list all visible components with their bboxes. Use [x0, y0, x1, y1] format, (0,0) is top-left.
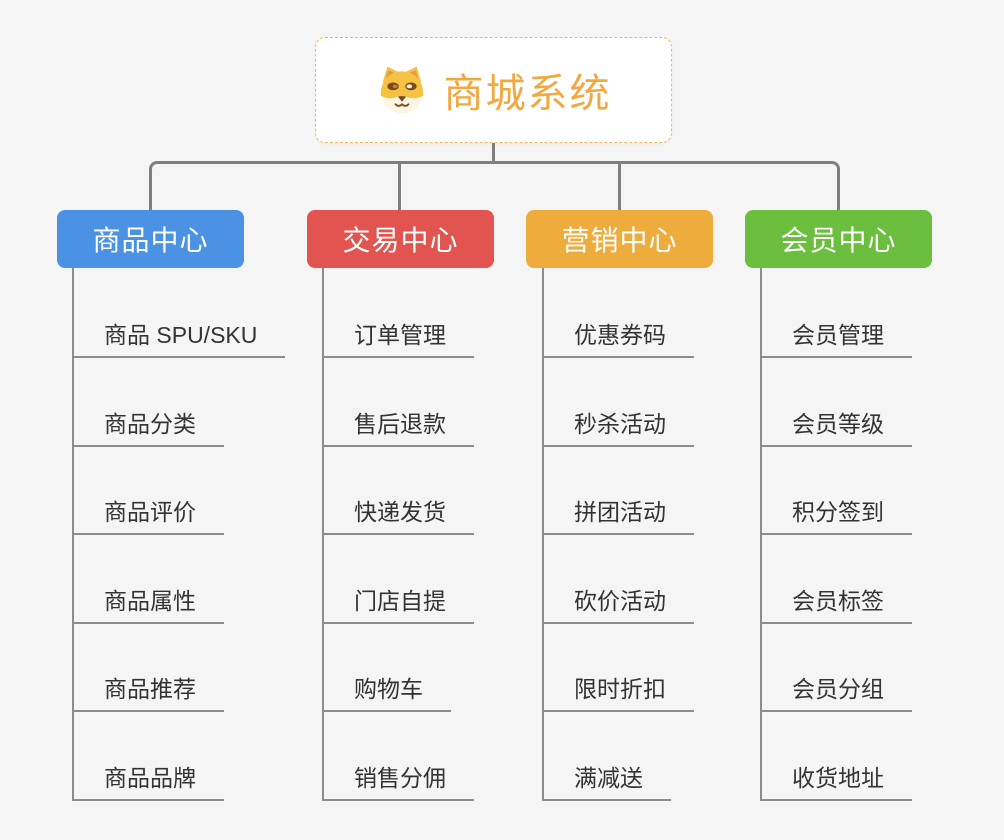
root-stem-connector: [492, 141, 495, 164]
child-node[interactable]: 会员标签: [760, 578, 912, 624]
branch-node-trade-center[interactable]: 交易中心: [307, 210, 494, 268]
branch-drop-connector: [398, 161, 401, 210]
child-node[interactable]: 砍价活动: [542, 578, 694, 624]
root-node[interactable]: 商城系统: [315, 37, 672, 143]
branch-drop-connector: [618, 161, 621, 210]
child-node[interactable]: 优惠券码: [542, 312, 694, 358]
child-node[interactable]: 订单管理: [322, 312, 474, 358]
child-node[interactable]: 商品品牌: [72, 755, 224, 801]
child-node[interactable]: 快递发货: [322, 489, 474, 535]
child-node[interactable]: 购物车: [322, 666, 451, 712]
child-node[interactable]: 限时折扣: [542, 666, 694, 712]
child-node[interactable]: 会员等级: [760, 401, 912, 447]
child-node[interactable]: 商品 SPU/SKU: [72, 312, 286, 358]
branch-node-member-center[interactable]: 会员中心: [745, 210, 932, 268]
child-node[interactable]: 商品属性: [72, 578, 224, 624]
child-node[interactable]: 积分签到: [760, 489, 912, 535]
child-node[interactable]: 会员管理: [760, 312, 912, 358]
child-node[interactable]: 商品分类: [72, 401, 224, 447]
child-node[interactable]: 售后退款: [322, 401, 474, 447]
branch-label: 营销中心: [561, 225, 678, 256]
tree-bracket-connector: [149, 161, 840, 210]
branch-label: 会员中心: [780, 225, 897, 256]
child-node[interactable]: 商品评价: [72, 489, 224, 535]
child-node[interactable]: 拼团活动: [542, 489, 694, 535]
child-node[interactable]: 商品推荐: [72, 666, 224, 712]
child-node[interactable]: 秒杀活动: [542, 401, 694, 447]
branch-label: 交易中心: [342, 225, 459, 256]
branch-node-marketing-center[interactable]: 营销中心: [526, 210, 713, 268]
branch-label: 商品中心: [92, 225, 209, 256]
child-node[interactable]: 销售分佣: [322, 755, 474, 801]
root-title: 商城系统: [443, 72, 612, 116]
child-node[interactable]: 收货地址: [760, 755, 912, 801]
child-node[interactable]: 满减送: [542, 755, 671, 801]
child-node[interactable]: 会员分组: [760, 666, 912, 712]
dog-face-icon: [380, 66, 423, 114]
child-node[interactable]: 门店自提: [322, 578, 474, 624]
branch-node-product-center[interactable]: 商品中心: [57, 210, 244, 268]
